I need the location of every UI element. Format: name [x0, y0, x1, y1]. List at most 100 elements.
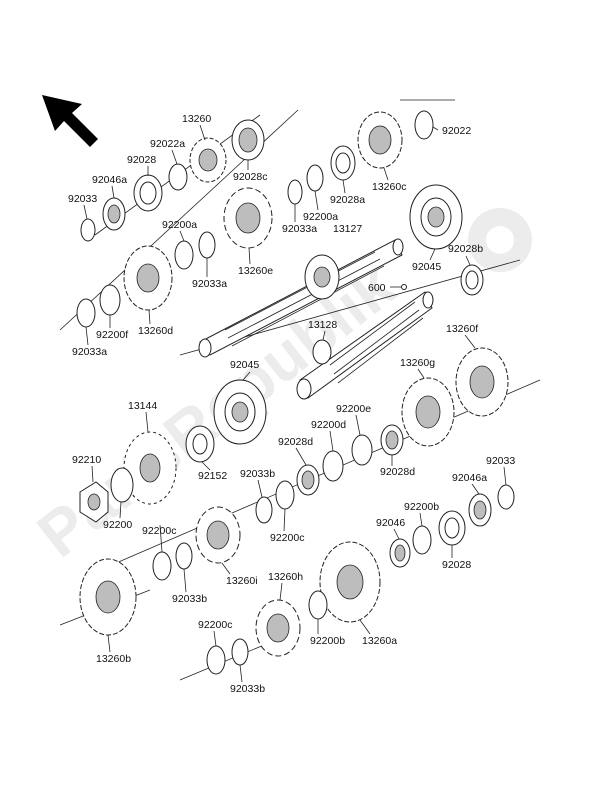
label-92033b-2: 92033b — [172, 593, 207, 605]
lower-shaft-assembly — [59, 284, 541, 681]
label-13127: 13127 — [333, 223, 362, 235]
gear-13260c — [357, 111, 403, 169]
label-92033b-3: 92033b — [230, 683, 265, 695]
label-92200b-1: 92200b — [404, 501, 439, 513]
gear-13260b — [79, 558, 137, 636]
part-92033b-1 — [255, 496, 273, 524]
shaft-13127 — [198, 238, 404, 358]
gear-13260g — [401, 377, 455, 447]
part-92200e — [351, 434, 373, 466]
part-92200c-2 — [152, 551, 172, 581]
label-92200c-1: 92200c — [142, 525, 176, 537]
label-92022a: 92022a — [150, 138, 185, 150]
label-92200e: 92200e — [336, 403, 371, 415]
label-13144: 13144 — [128, 400, 157, 412]
gear-13260a — [319, 541, 381, 623]
label-92046a-right: 92046a — [452, 472, 487, 484]
part-92200d — [322, 450, 344, 482]
gear-13260 — [189, 137, 227, 183]
label-92200d: 92200d — [311, 419, 346, 431]
label-92028c: 92028c — [233, 171, 267, 183]
bearing-92045-mid — [213, 379, 267, 445]
upper-shaft-assembly — [59, 99, 521, 358]
part-92200c-1 — [275, 480, 295, 510]
label-13260g: 13260g — [400, 357, 435, 369]
part-92200b-1 — [412, 525, 432, 555]
label-13260c: 13260c — [372, 181, 406, 193]
label-13260e: 13260e — [238, 265, 273, 277]
part-92028d-right — [380, 424, 404, 456]
label-92022: 92022 — [442, 125, 471, 137]
gear-13260i — [195, 506, 241, 564]
arrow-up-left-icon — [42, 95, 98, 147]
label-13128: 13128 — [308, 319, 337, 331]
part-92200f — [99, 284, 121, 316]
bearing-92045-right — [409, 184, 463, 250]
nut-92210 — [79, 481, 109, 523]
part-92200c-3 — [206, 645, 226, 675]
part-92046a-right — [468, 493, 492, 527]
part-92033b-3 — [231, 638, 249, 666]
label-92033a-mid: 92033a — [192, 278, 227, 290]
part-92028b — [460, 264, 484, 296]
watermark-gear-icon — [468, 208, 532, 272]
label-13260i: 13260i — [226, 575, 258, 587]
label-92028d-2: 92028d — [380, 466, 415, 478]
label-13260b: 13260b — [96, 653, 131, 665]
part-92033b-2 — [175, 542, 193, 570]
label-92200a-top: 92200a — [303, 211, 338, 223]
label-92033: 92033 — [68, 193, 97, 205]
label-92028b: 92028b — [448, 243, 483, 255]
label-92033b-1: 92033b — [240, 468, 275, 480]
label-92045-right: 92045 — [412, 261, 441, 273]
label-13260: 13260 — [182, 113, 211, 125]
part-92033-right — [497, 484, 515, 510]
label-92028: 92028 — [127, 154, 156, 166]
label-13260d: 13260d — [138, 325, 173, 337]
dowel-600 — [390, 284, 407, 290]
label-13260a: 13260a — [362, 635, 397, 647]
label-92152: 92152 — [198, 470, 227, 482]
part-92033a-bot — [76, 298, 96, 328]
shaft-13128 — [296, 291, 434, 400]
label-92033a-top: 92033a — [282, 223, 317, 235]
gear-13260e — [223, 187, 273, 249]
label-92028-right: 92028 — [442, 559, 471, 571]
part-92022 — [414, 110, 434, 140]
label-92200c-3: 92200c — [198, 619, 232, 631]
part-92033a-mid — [198, 231, 216, 259]
part-92046 — [389, 538, 411, 568]
label-92028d-1: 92028d — [278, 436, 313, 448]
part-92200b-2 — [308, 590, 328, 620]
label-92046: 92046 — [376, 517, 405, 529]
label-92210: 92210 — [72, 454, 101, 466]
label-92028a: 92028a — [330, 194, 365, 206]
part-92033 — [80, 218, 96, 242]
label-92200a-mid: 92200a — [162, 219, 197, 231]
label-600: 600 — [368, 282, 386, 294]
label-92045-mid: 92045 — [230, 359, 259, 371]
collar-92152 — [185, 425, 215, 463]
label-92200b-2: 92200b — [310, 635, 345, 647]
part-92028d-left — [296, 464, 320, 496]
part-92200a-mid — [174, 240, 194, 270]
washer-92200 — [110, 467, 134, 503]
part-92028a — [330, 145, 356, 181]
label-92033-right: 92033 — [486, 455, 515, 467]
sprocket-13144 — [123, 431, 177, 505]
part-92028c — [231, 119, 265, 161]
label-92200c-2: 92200c — [270, 532, 304, 544]
label-92046a: 92046a — [92, 174, 127, 186]
part-92028-right — [438, 510, 466, 546]
part-labels: 13260 92022a 92022 92028 92046a 92033 92… — [68, 113, 515, 695]
part-92033a-top — [287, 179, 303, 205]
part-92028 — [133, 174, 163, 212]
gear-13260d — [123, 245, 173, 311]
label-92033a-bot: 92033a — [72, 346, 107, 358]
label-13260h: 13260h — [268, 571, 303, 583]
part-92046a — [102, 197, 126, 231]
label-92200f: 92200f — [96, 329, 128, 341]
part-92200a-top — [306, 164, 324, 192]
label-92200: 92200 — [103, 519, 132, 531]
